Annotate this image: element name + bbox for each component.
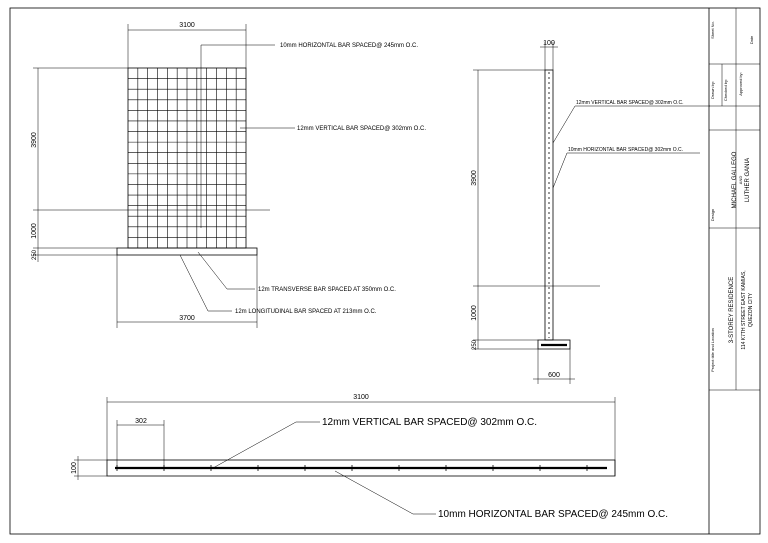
drawing-border [9, 7, 761, 535]
title-designer-1: MICHAEL GALLEGO [732, 151, 738, 208]
elevation-footing [116, 247, 258, 256]
elevation-dim-width-bottom: 3700 [179, 315, 195, 322]
section-wall [544, 69, 554, 341]
plan-dim-thickness: 100 [71, 462, 78, 474]
plan-dim-spacing: 302 [135, 418, 147, 425]
elevation-note-vertical: 12mm VERTICAL BAR SPACED@ 302mm O.C. [297, 126, 426, 132]
plan-note-horizontal: 10mm HORIZONTAL BAR SPACED@ 245mm O.C. [438, 509, 668, 520]
title-label-date: Date [749, 35, 754, 44]
elevation-dim-width-top: 3100 [179, 22, 195, 29]
title-label-drawn: Drawn by: [710, 81, 715, 99]
section-note-horizontal: 10mm HORIZONTAL BAR SPACED@ 302mm O.C. [568, 147, 683, 153]
elevation-dim-height: 3900 [31, 132, 38, 148]
section-dim-footing: 600 [548, 372, 560, 379]
title-label-approved: Approved by: [738, 72, 743, 96]
title-label-project: Project title and Location [710, 328, 715, 372]
plan-note-vertical: 12mm VERTICAL BAR SPACED@ 302mm O.C. [322, 417, 537, 428]
title-project-title: 3-STOREY RESIDENCE [729, 277, 735, 343]
title-label-design: Design [710, 209, 715, 221]
elevation-mesh-grid [127, 67, 247, 249]
plan-dim-length: 3100 [353, 394, 369, 401]
elevation-dim-1000: 1000 [31, 223, 38, 239]
section-view: 100 3900 1000 250 600 12mm VERTICAL BAR … [471, 40, 710, 384]
section-note-vertical: 12mm VERTICAL BAR SPACED@ 302mm O.C. [576, 100, 684, 106]
title-address-line2: QUEZON CITY [748, 292, 754, 327]
title-designer-and: AND [738, 176, 743, 185]
elevation-view: 3100 3900 1000 250 3700 10mm HORIZONTAL … [31, 22, 426, 328]
section-dim-250: 250 [472, 339, 478, 350]
title-block: Sheet No. Date Drawn by: Checked by: App… [708, 8, 760, 534]
plan-wall [106, 459, 616, 477]
title-designer-2: LUTHER GANIA [745, 158, 751, 202]
section-dim-top: 100 [543, 40, 555, 47]
title-address-line1: 114 K7TH STREET EAST KAMIAS, [741, 270, 747, 349]
title-label-checked: Checked by: [723, 79, 728, 101]
elevation-note-longitudinal: 12m LONGITUDINAL BAR SPACED AT 213mm O.C… [235, 309, 377, 315]
elevation-dim-250: 250 [32, 249, 38, 260]
section-dim-height: 3900 [471, 170, 478, 186]
elevation-note-transverse: 12m TRANSVERSE BAR SPACED AT 350mm O.C. [258, 287, 396, 293]
elevation-note-horizontal: 10mm HORIZONTAL BAR SPACED@ 245mm O.C. [280, 43, 418, 49]
section-dim-1000: 1000 [471, 305, 478, 321]
title-label-sheet: Sheet No. [710, 21, 715, 39]
plan-view: 3100 302 100 12mm VERTICAL BAR SPACED@ 3… [71, 394, 668, 520]
section-footing [537, 339, 571, 350]
